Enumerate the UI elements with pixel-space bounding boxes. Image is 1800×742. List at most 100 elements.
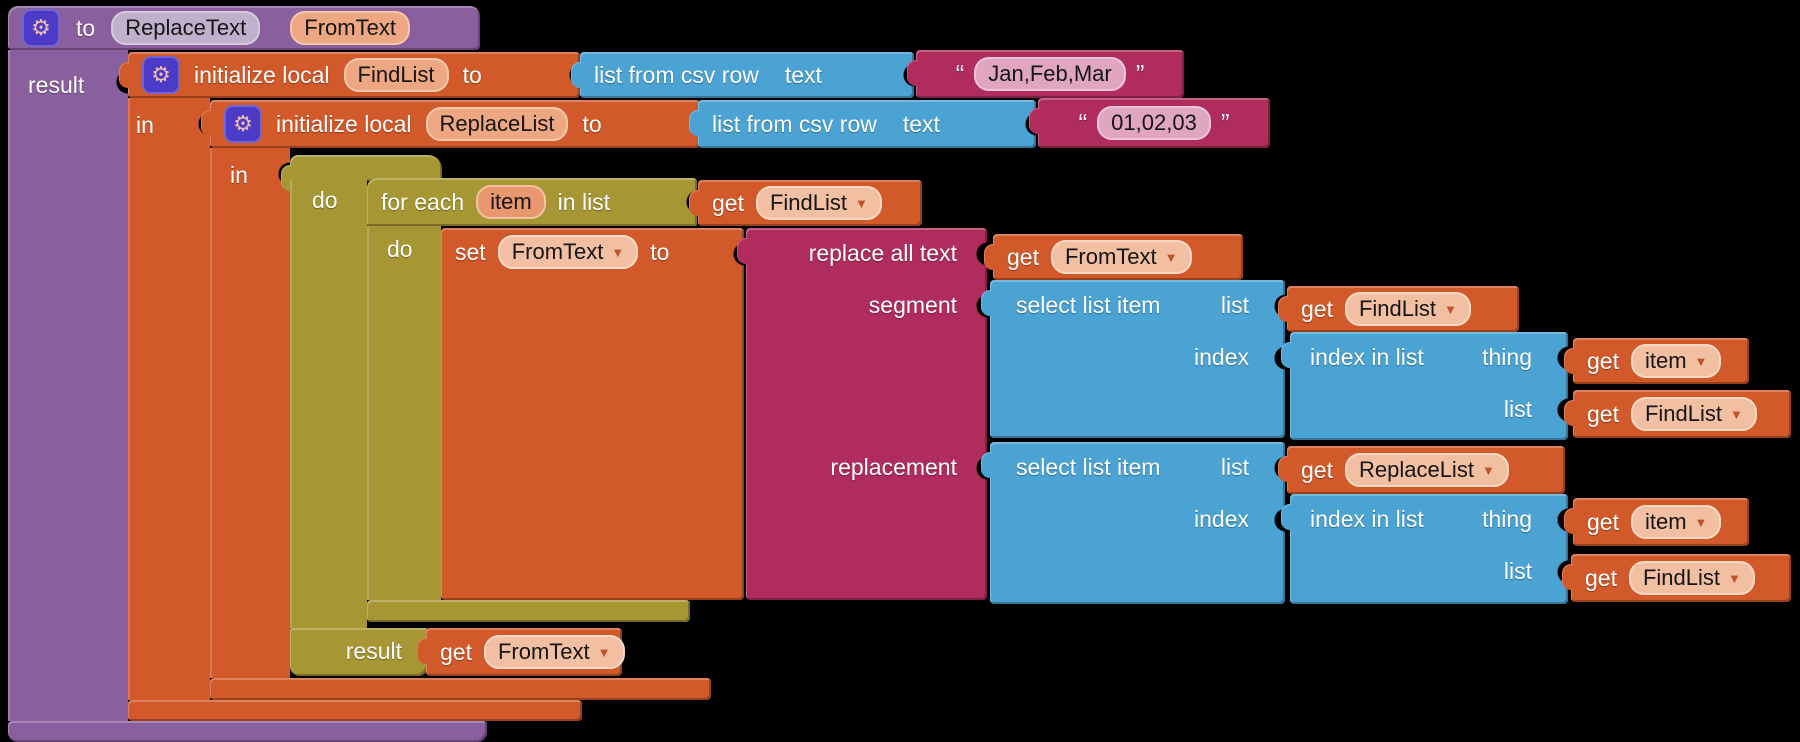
list-from-csv-row-block-1[interactable]: list from csv row text xyxy=(571,52,915,98)
procedure-result-label: result xyxy=(28,72,85,98)
close-quote: ” xyxy=(1135,58,1145,89)
variable-dropdown[interactable]: item▼ xyxy=(1630,344,1722,378)
close-quote: ” xyxy=(1220,107,1230,138)
dropdown-arrow-icon: ▼ xyxy=(597,644,611,660)
csv-text-label: text xyxy=(784,61,822,88)
get-label: get xyxy=(712,189,744,216)
open-quote: “ xyxy=(955,58,965,89)
index-label: index xyxy=(1194,506,1249,532)
init-label: initialize local xyxy=(194,61,330,88)
list-from-csv-row-block-2[interactable]: list from csv row text xyxy=(689,100,1037,148)
index-in-list-label: index in list xyxy=(1310,344,1424,370)
init-local-findlist-block[interactable]: ⚙ initialize local FindList to xyxy=(119,52,581,98)
variable-name: item xyxy=(1644,509,1687,534)
variable-dropdown[interactable]: FindList ▼ xyxy=(1630,397,1757,431)
get-label: get xyxy=(1007,243,1039,270)
result-label: result xyxy=(345,638,402,664)
text-string-block-1[interactable]: “ Jan,Feb,Mar ” xyxy=(907,50,1184,98)
do-result-bottom-row: result xyxy=(290,628,429,676)
do-result-left-rail: do xyxy=(290,179,367,628)
get-item-block-2[interactable]: get item▼ xyxy=(1564,498,1749,546)
index-in-list-block-1[interactable]: index in list thing list xyxy=(1281,332,1569,440)
select-list-item-block-1[interactable]: select list item list index xyxy=(981,280,1286,438)
for-each-left-rail: do xyxy=(367,226,441,600)
get-findlist-iil2-block[interactable]: get FindList▼ xyxy=(1562,554,1791,602)
variable-name: FindList xyxy=(1642,565,1721,590)
init-local-replacelist-block[interactable]: ⚙ initialize local ReplaceList to xyxy=(201,100,701,148)
get-fromtext-block[interactable]: get FromText ▼ xyxy=(984,234,1243,280)
list-label: list xyxy=(1220,454,1249,480)
select-list-item-block-2[interactable]: select list item list index xyxy=(981,442,1286,604)
replacelist-name-field[interactable]: ReplaceList xyxy=(425,107,569,141)
procedure-param-field[interactable]: FromText xyxy=(290,11,410,45)
get-findlist-foreach-block[interactable]: get FindList ▼ xyxy=(689,180,922,226)
set-label: set xyxy=(455,238,486,265)
variable-name: FindList xyxy=(1358,296,1437,321)
text-string-block-2[interactable]: “ 01,02,03 ” xyxy=(1029,98,1270,148)
for-each-bottom-bar xyxy=(367,600,690,622)
for-each-block[interactable]: for each item in list xyxy=(367,178,698,226)
dropdown-arrow-icon: ▼ xyxy=(1730,406,1743,422)
variable-dropdown[interactable]: ReplaceList▼ xyxy=(1344,453,1509,487)
variable-dropdown[interactable]: FindList▼ xyxy=(1628,561,1755,595)
list-label: list xyxy=(1220,292,1249,318)
procedure-name-field[interactable]: ReplaceText xyxy=(111,11,261,45)
gear-icon[interactable]: ⚙ xyxy=(142,56,180,94)
get-replacelist-block[interactable]: get ReplaceList▼ xyxy=(1278,446,1565,494)
select-list-item-label: select list item xyxy=(1016,292,1161,318)
get-label: get xyxy=(1301,456,1333,483)
csv-row-label: list from csv row xyxy=(712,110,877,137)
gear-icon[interactable]: ⚙ xyxy=(224,105,262,143)
item-field[interactable]: item xyxy=(476,185,546,219)
replace-all-text-block[interactable]: replace all text segment replacement xyxy=(737,228,988,600)
init-findlist-left-rail: in xyxy=(128,98,210,700)
in-label: in xyxy=(230,162,248,188)
do-label: do xyxy=(387,236,413,262)
gear-icon[interactable]: ⚙ xyxy=(22,9,60,47)
segment-label: segment xyxy=(868,292,957,318)
index-in-list-label: index in list xyxy=(1310,506,1424,532)
get-label: get xyxy=(1587,347,1619,374)
get-label: get xyxy=(1587,400,1619,427)
variable-dropdown[interactable]: FindList▼ xyxy=(1344,292,1471,326)
select-list-item-label: select list item xyxy=(1016,454,1161,480)
gear-glyph: ⚙ xyxy=(151,62,171,87)
get-findlist-sel1-block[interactable]: get FindList▼ xyxy=(1278,286,1519,332)
index-in-list-block-2[interactable]: index in list thing list xyxy=(1281,494,1569,604)
variable-name: ReplaceList xyxy=(1358,457,1474,482)
get-item-block-1[interactable]: get item▼ xyxy=(1564,338,1749,384)
csv-row-label: list from csv row xyxy=(594,61,759,88)
procedure-block-header[interactable]: ⚙ to ReplaceText FromText xyxy=(8,6,480,50)
variable-dropdown[interactable]: FromText ▼ xyxy=(483,635,625,669)
findlist-name-field[interactable]: FindList xyxy=(343,58,449,92)
get-findlist-iil1-block[interactable]: get FindList ▼ xyxy=(1564,390,1791,438)
variable-name: FindList xyxy=(769,190,848,215)
variable-dropdown[interactable]: item▼ xyxy=(1630,505,1722,539)
for-each-label: for each xyxy=(381,188,465,215)
open-quote: “ xyxy=(1078,107,1088,138)
do-result-block[interactable] xyxy=(281,155,442,191)
get-fromtext-result-block[interactable]: get FromText▼ xyxy=(417,628,625,676)
variable-dropdown[interactable]: FromText▼ xyxy=(497,235,639,269)
init-replacelist-bottom-bar xyxy=(210,678,711,700)
gear-glyph: ⚙ xyxy=(233,111,253,136)
to-label: to xyxy=(582,110,602,137)
variable-name: FromText xyxy=(1064,244,1157,269)
set-variable-block[interactable]: set FromText▼ to xyxy=(441,228,745,600)
variable-name: FindList xyxy=(1644,401,1723,426)
to-label: to xyxy=(462,61,482,88)
procedure-bottom-bar xyxy=(8,721,487,742)
variable-dropdown[interactable]: FindList ▼ xyxy=(755,186,882,220)
variable-dropdown[interactable]: FromText ▼ xyxy=(1050,240,1192,274)
string-value-field[interactable]: Jan,Feb,Mar xyxy=(974,57,1126,91)
dropdown-arrow-icon: ▼ xyxy=(611,244,625,260)
get-label: get xyxy=(1585,564,1617,591)
to-label: to xyxy=(650,238,670,265)
replace-all-text-label: replace all text xyxy=(808,240,957,266)
index-label: index xyxy=(1194,344,1249,370)
dropdown-arrow-icon: ▼ xyxy=(855,195,868,211)
variable-name: FromText xyxy=(497,639,590,664)
string-value-field[interactable]: 01,02,03 xyxy=(1097,106,1211,140)
dropdown-arrow-icon: ▼ xyxy=(1164,249,1178,265)
